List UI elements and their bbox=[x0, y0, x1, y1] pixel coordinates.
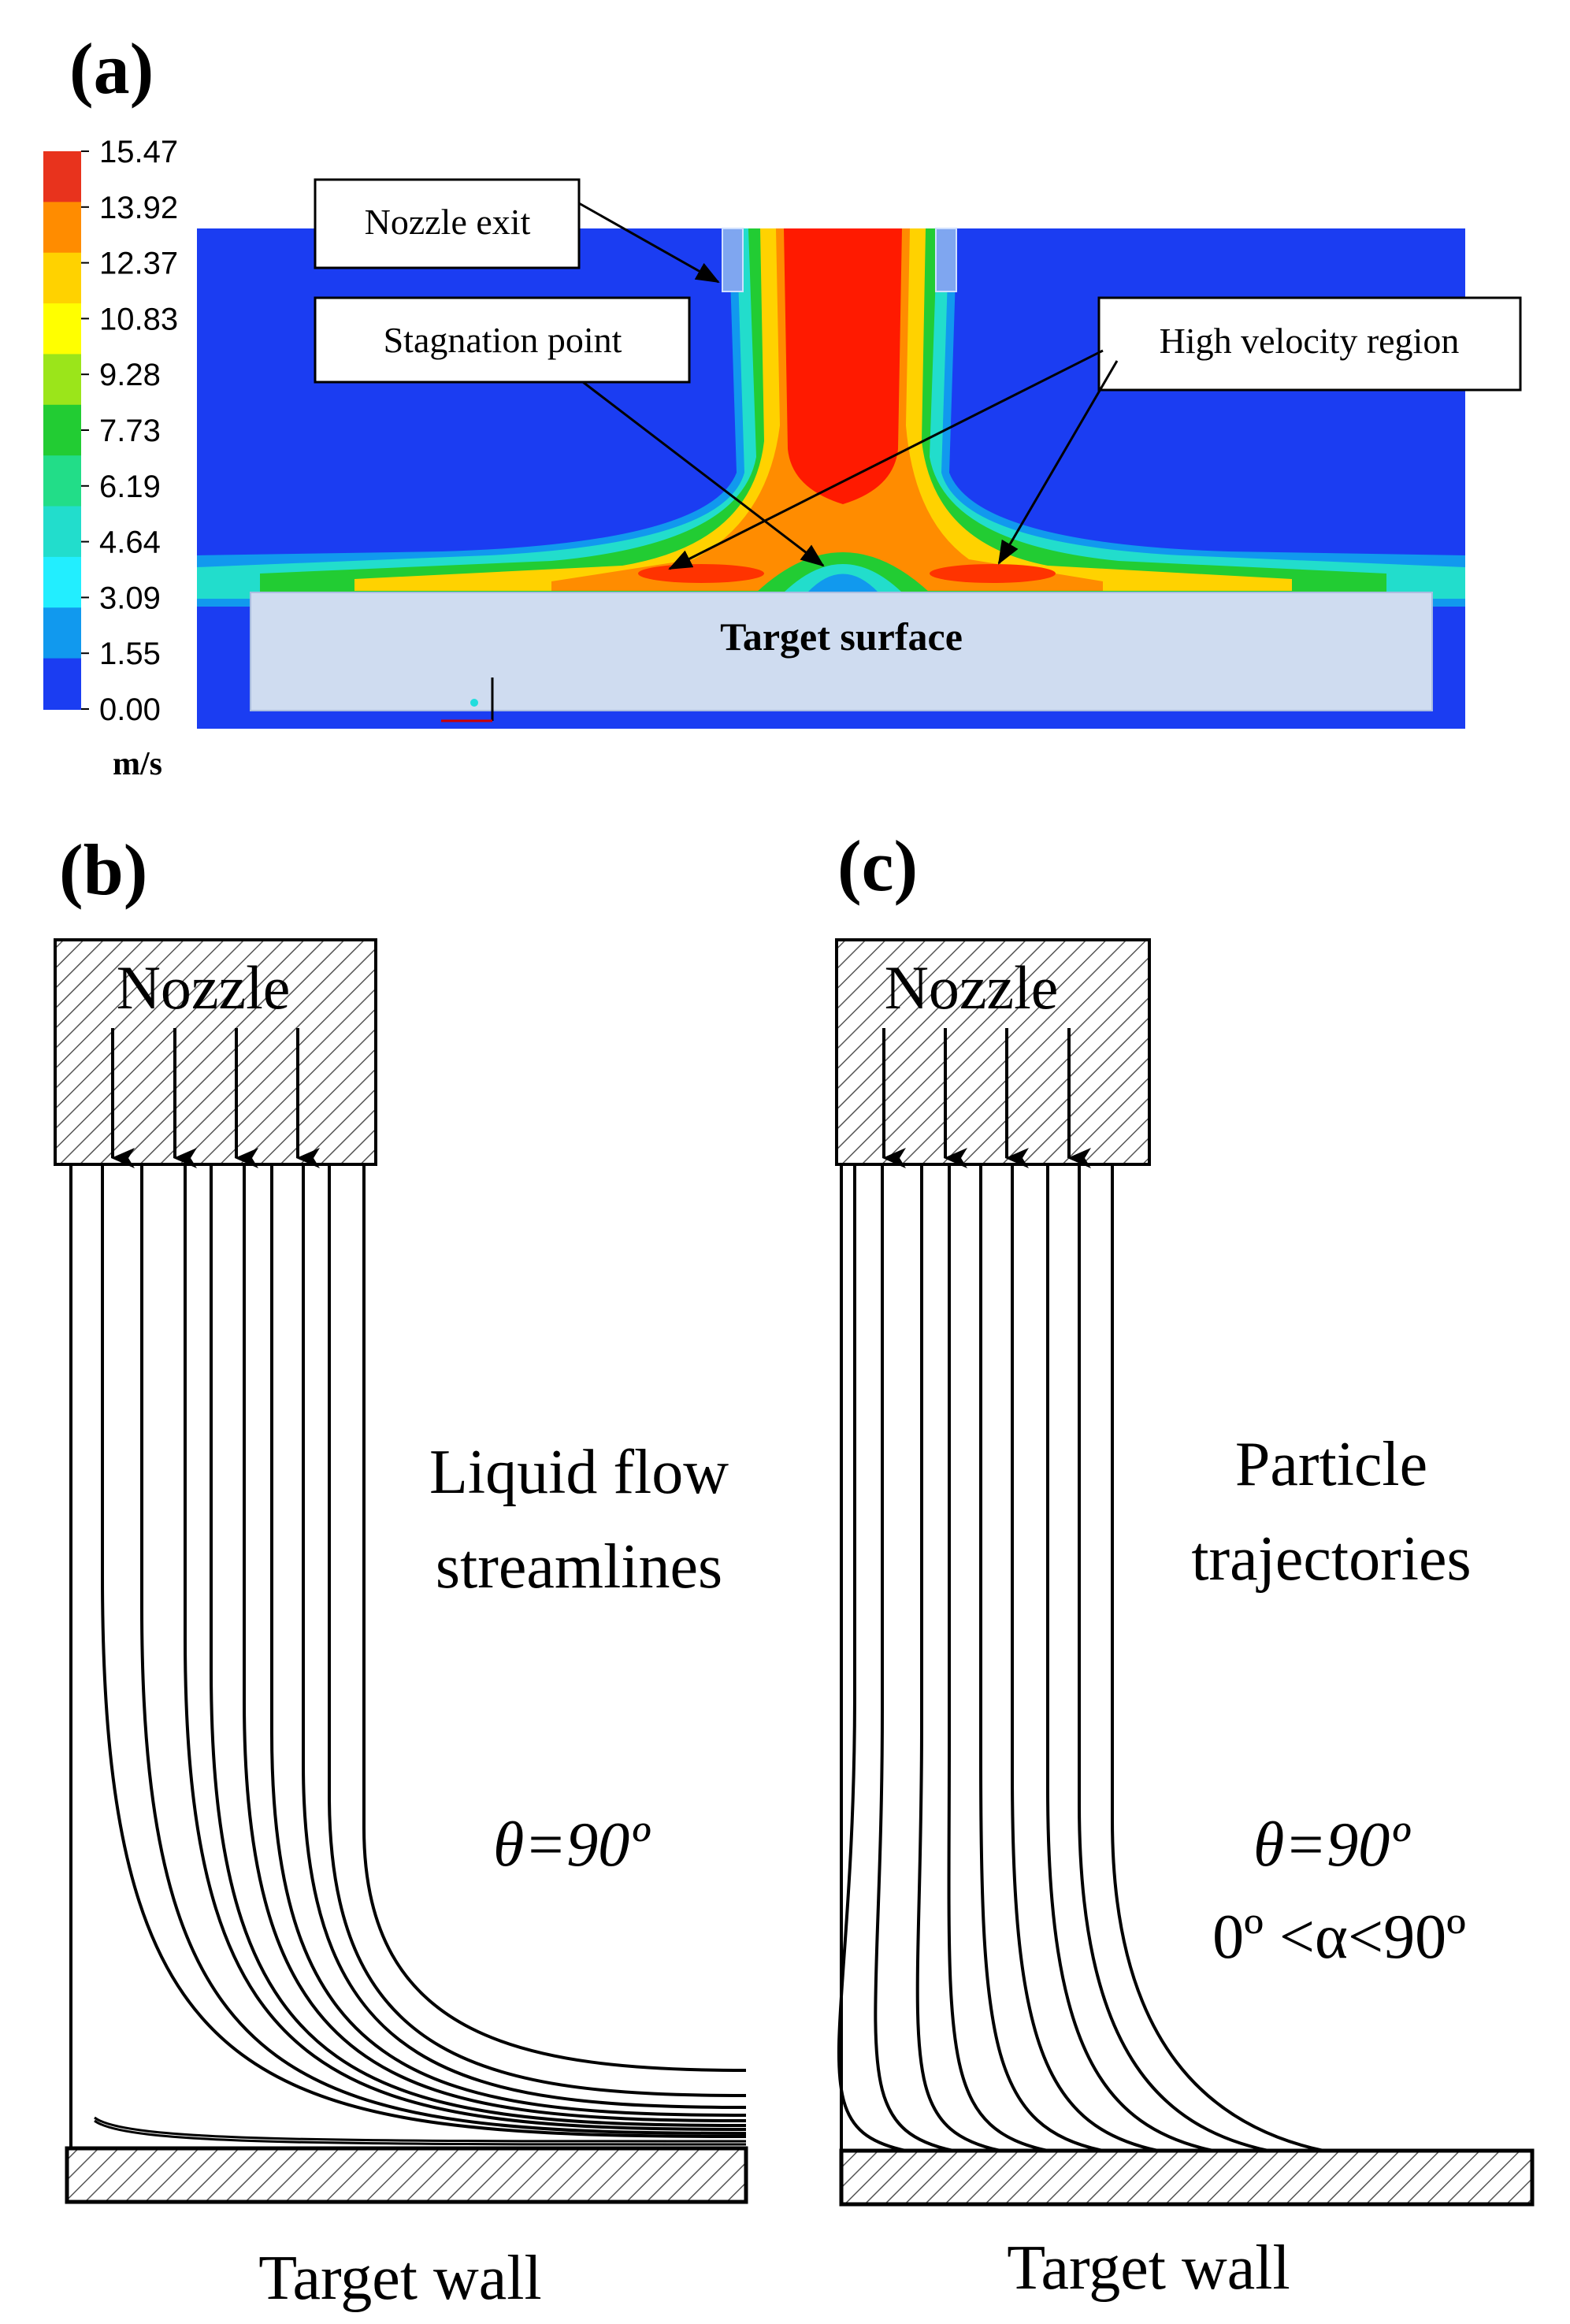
streamline bbox=[94, 2119, 747, 2146]
stagnation-dome-inner bbox=[807, 574, 878, 592]
streamline bbox=[101, 1164, 747, 2138]
trajectory bbox=[1078, 1164, 1269, 2152]
trajectory bbox=[947, 1164, 1049, 2152]
streamline bbox=[270, 1164, 747, 2117]
nozzle-b-arrows bbox=[111, 1028, 320, 1168]
colorbar-tick-label: 10.83 bbox=[99, 302, 178, 336]
colorbar-swatch bbox=[43, 354, 81, 406]
colorbar-tick-label: 1.55 bbox=[99, 637, 161, 671]
trajectory bbox=[915, 1164, 1001, 2152]
high-velocity-right bbox=[930, 564, 1056, 583]
caption-c-line2: trajectories bbox=[1191, 1524, 1471, 1594]
angle-c-1: θ=90º bbox=[1253, 1810, 1411, 1880]
angle-c-2: 0º <α<90º bbox=[1212, 1903, 1466, 1972]
colorbar-tick-label: 15.47 bbox=[99, 135, 178, 169]
colorbar-tick-label: 13.92 bbox=[99, 191, 178, 225]
colorbar-swatch bbox=[43, 607, 81, 659]
panel-c-label: (c) bbox=[837, 826, 918, 906]
callout-high-velocity-arrow-left bbox=[668, 349, 1104, 570]
trajectory bbox=[1011, 1164, 1159, 2152]
streamline bbox=[302, 1164, 747, 2109]
colorbar-tick-label: 7.73 bbox=[99, 414, 161, 448]
colorbar-swatch bbox=[43, 202, 81, 254]
target-surface-label: Target surface bbox=[720, 614, 963, 659]
colorbar-swatch bbox=[43, 658, 81, 710]
high-velocity-left bbox=[638, 564, 764, 583]
nozzle-c-label: Nozzle bbox=[885, 953, 1059, 1022]
nozzle-c-arrows bbox=[882, 1028, 1091, 1168]
nozzle-b-label: Nozzle bbox=[117, 953, 291, 1022]
colorbar-swatch bbox=[43, 556, 81, 609]
streamlines-b bbox=[69, 1164, 747, 2148]
nozzle-b bbox=[54, 938, 377, 1166]
callout-nozzle-exit: Nozzle exit bbox=[365, 202, 531, 242]
colorbar-tick-label: 12.37 bbox=[99, 247, 178, 281]
axis-y bbox=[470, 699, 478, 707]
callout-stagnation-arrow bbox=[582, 381, 825, 567]
nozzle-c bbox=[835, 938, 1151, 1166]
colorbar-tick-label: 0.00 bbox=[99, 692, 161, 727]
streamline bbox=[94, 2116, 747, 2143]
target-wall-b bbox=[65, 2146, 748, 2204]
streamline bbox=[328, 1164, 747, 2097]
callout-high-velocity-region: High velocity region bbox=[1160, 321, 1460, 361]
jet-core bbox=[784, 228, 902, 504]
colorbar-tick-label: 9.28 bbox=[99, 358, 161, 392]
trajectory bbox=[874, 1164, 954, 2152]
trajectory bbox=[1046, 1164, 1214, 2152]
colorbar-tick-label: 6.19 bbox=[99, 470, 161, 504]
callout-stagnation-box bbox=[314, 296, 691, 384]
callout-stagnation-point: Stagnation point bbox=[384, 320, 622, 360]
nozzle-wall-right bbox=[935, 228, 957, 292]
streamline bbox=[140, 1164, 747, 2135]
panel-a-label: (a) bbox=[69, 28, 154, 109]
streamline bbox=[210, 1164, 747, 2127]
nozzle-wall-left bbox=[722, 228, 744, 292]
panel-b-label: (b) bbox=[59, 830, 147, 910]
colorbar-swatch bbox=[43, 303, 81, 355]
wall-c-label: Target wall bbox=[1007, 2233, 1290, 2303]
caption-c-line1: Particle bbox=[1235, 1430, 1427, 1499]
colorbar-swatch bbox=[43, 252, 81, 305]
colorbar bbox=[43, 151, 81, 710]
trajectory bbox=[837, 1164, 907, 2152]
streamline bbox=[362, 1164, 747, 2072]
callout-high-velocity-box bbox=[1097, 296, 1522, 392]
target-wall-c bbox=[839, 2148, 1535, 2207]
trajectory bbox=[1111, 1164, 1324, 2152]
colorbar-swatch bbox=[43, 506, 81, 558]
callout-nozzle-exit-box bbox=[314, 178, 581, 269]
colorbar-tick-label: 4.64 bbox=[99, 525, 161, 560]
colorbar-swatch bbox=[43, 151, 81, 203]
trajectory bbox=[979, 1164, 1104, 2152]
caption-b-line1: Liquid flow bbox=[429, 1438, 729, 1507]
target-surface bbox=[250, 592, 1433, 711]
trajectories-c bbox=[837, 1164, 1324, 2152]
angle-b: θ=90º bbox=[493, 1810, 651, 1880]
caption-b-line2: streamlines bbox=[436, 1532, 722, 1602]
wall-b-label: Target wall bbox=[258, 2244, 541, 2313]
streamline bbox=[243, 1164, 747, 2122]
callout-high-velocity-arrow-right bbox=[997, 360, 1119, 565]
colorbar-ticks: 15.47 13.92 12.37 10.83 9.28 7.73 6.19 4.64 3.09… bbox=[81, 135, 178, 727]
colorbar-swatch bbox=[43, 404, 81, 457]
colorbar-swatch bbox=[43, 455, 81, 507]
streamline bbox=[184, 1164, 747, 2131]
colorbar-unit: m/s bbox=[113, 746, 162, 782]
colorbar-tick-label: 3.09 bbox=[99, 581, 161, 615]
callout-nozzle-exit-arrow bbox=[578, 202, 720, 284]
